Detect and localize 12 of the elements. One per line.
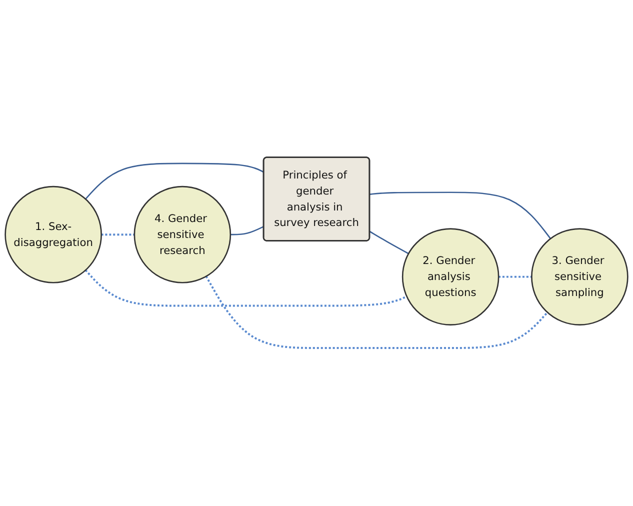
connector xyxy=(230,226,264,236)
connector xyxy=(205,276,548,350)
connector xyxy=(369,231,409,255)
connector xyxy=(85,163,264,200)
node-circle: 4. Gender sensitive research xyxy=(134,186,232,284)
connector xyxy=(498,276,532,278)
connector xyxy=(370,192,552,240)
connector xyxy=(84,270,408,308)
node-circle: 3. Gender sensitive sampling xyxy=(531,228,628,326)
node-circle: 1. Sex-disaggregation xyxy=(4,186,102,284)
node-circle: 2. Gender analysis questions xyxy=(402,228,500,326)
connector xyxy=(101,234,134,236)
